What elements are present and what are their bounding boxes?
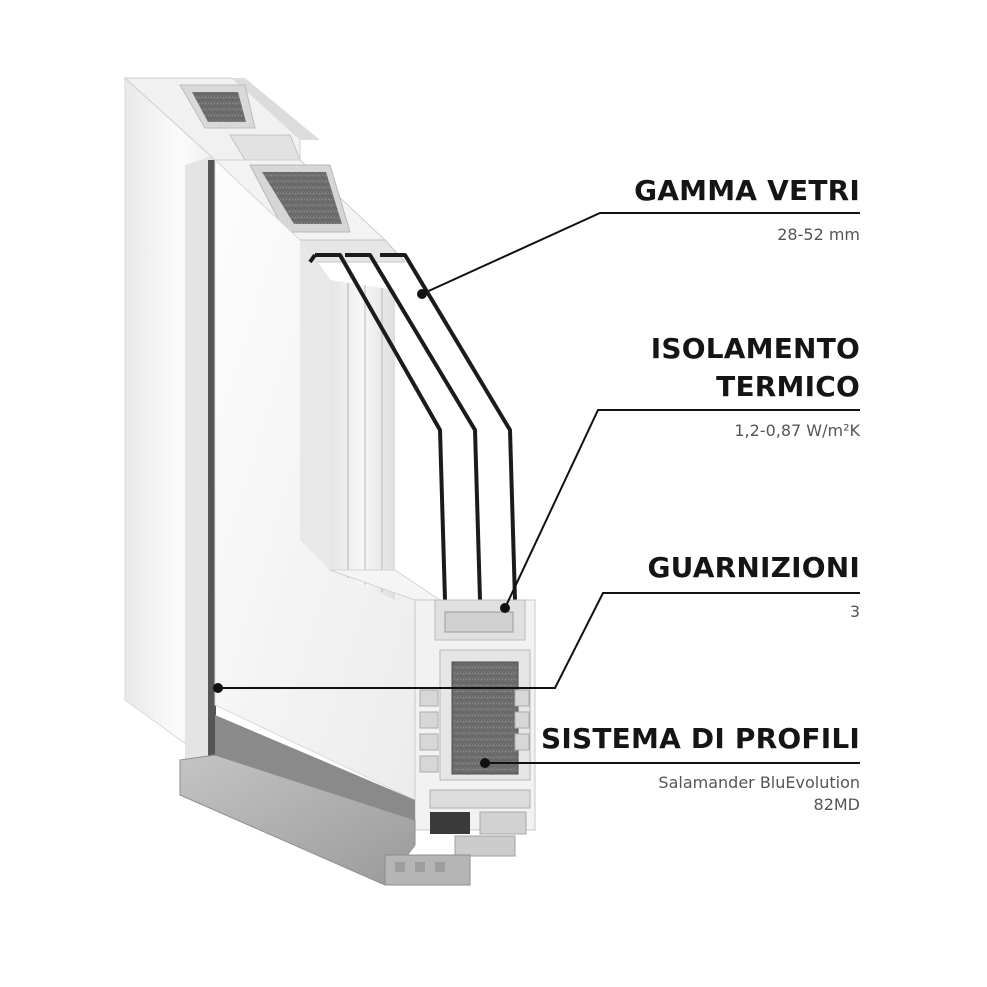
outer-frame (124, 76, 216, 770)
leader-line-thermal-insulation (504, 409, 860, 609)
leader-dot-gaskets (213, 683, 223, 693)
spec-glass-range: GAMMA VETRI 28-52 mm (634, 172, 860, 246)
top-profile-section (123, 77, 407, 263)
leader-dot-thermal-insulation (500, 603, 510, 613)
leader-dot-profile-system (480, 758, 490, 768)
glazing-outline (308, 253, 517, 601)
spec-value: 28-52 mm (777, 225, 860, 244)
glass-panes (329, 280, 442, 601)
leader-line-gaskets (218, 592, 860, 689)
leader-dot-glass-range (417, 289, 427, 299)
spec-profile-system: SISTEMA DI PROFILI Salamander BluEvoluti… (541, 720, 860, 816)
spec-title: ISOLAMENTO TERMICO (650, 332, 860, 403)
spec-value: 1,2-0,87 W/m²K (734, 421, 860, 440)
spec-value: Salamander BluEvolution 82MD (658, 773, 860, 814)
spec-gaskets: GUARNIZIONI 3 (647, 549, 860, 623)
threshold-sill (179, 715, 471, 886)
sash-frame (214, 158, 416, 801)
leader-dots (213, 289, 510, 768)
leader-lines (218, 212, 860, 764)
spec-value: 3 (849, 602, 860, 621)
spec-thermal-insulation: ISOLAMENTO TERMICO 1,2-0,87 W/m²K (651, 330, 860, 442)
bottom-profile-section (414, 599, 536, 857)
spec-title: GAMMA VETRI (634, 174, 860, 207)
spec-title: GUARNIZIONI (647, 551, 860, 584)
spec-title: SISTEMA DI PROFILI (541, 722, 860, 755)
leader-line-glass-range (421, 212, 860, 295)
